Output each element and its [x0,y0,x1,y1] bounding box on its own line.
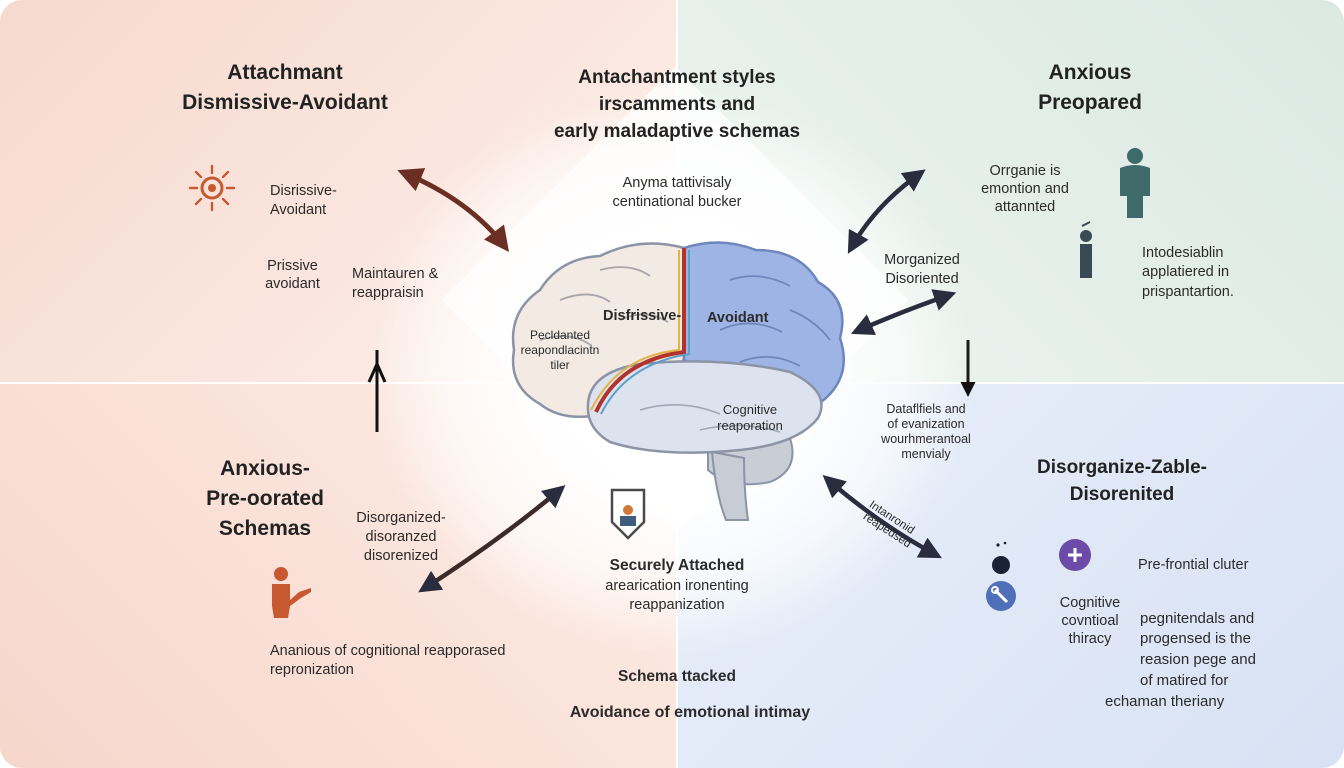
label-peg-2: progensed is the [1140,630,1251,647]
label-dat-1: Dataflfiels and [886,402,966,416]
center-title-line1: Antachantment styles [578,67,776,88]
person-teal-icon [1120,148,1150,218]
arrow-top-right [847,169,926,254]
top-left-title-line2: Dismissive-Avoidant [182,91,388,114]
label-peg-4: of matired for [1140,672,1229,689]
bottom-left-title-line3: Schemas [218,517,312,540]
label-int-2: applatiered in [1142,264,1230,280]
brain-label-left-3: tiler [550,358,570,372]
label-prissive-1: Prissive [267,258,318,274]
label-dat-4: menvialy [901,447,951,461]
label-dismissive-1: Disrissive- [270,183,337,199]
arrow-bottom-left [418,485,566,593]
label-dat-2: of evanization [887,417,965,431]
top-right-title-line1: Anxious [1048,61,1132,84]
arrow-top-left [397,168,510,252]
brain-label-avoidant: Avoidant [707,310,769,326]
wrench-icon [986,581,1016,611]
purple-plus-icon [1059,539,1091,571]
label-br-cog-2: covntioal [1061,613,1119,629]
avoidance-label: Avoidance of emotional intimay [569,704,811,721]
sun-icon [188,164,236,212]
arrow-middle-right [850,289,957,335]
brain-label-left-1: Pecldanted [529,328,591,342]
label-br-cog-1: Cognitive [1059,595,1121,611]
top-left-title-line1: Attachmant [227,61,343,84]
center-title-line3: early maladaptive schemas [553,121,801,142]
label-maint-2: reappraisin [352,285,424,301]
label-bottom-left-1: Ananious of cognitional reapporased [270,643,506,659]
arrow-vertical-left-head [367,360,387,383]
label-prissive-2: avoidant [265,276,320,292]
top-right-title-line2: Preopared [1038,91,1142,114]
label-morg-1: Morganized [884,252,960,268]
label-peg-3: reasion pege and [1140,651,1256,668]
inbox-person-icon [610,488,646,540]
secure-label-2: arearication ironenting [605,578,749,594]
brain-label-top: Disfrissive- [603,308,682,324]
label-int-1: Intodesiablin [1142,245,1224,261]
dark-bulb-icon [992,541,1010,574]
label-dis-1: Disorganized- [356,510,446,526]
schema-label: Schema ttacked [617,668,737,685]
brain-label-left-2: reapondlacintn [520,343,600,357]
label-morg-2: Disoriented [885,271,959,287]
label-org-2: emontion and [981,181,1069,197]
brain-label-cog-2: reaporation [717,418,783,433]
label-dis-2: disoranzed [365,529,437,545]
label-bottom-left-2: repronization [270,662,354,678]
brain-illustration [511,241,846,521]
brain-label-cog-1: Cognitive [722,402,778,417]
label-dat-3: wourhmerantoal [881,432,971,446]
label-int-3: prispantartion. [1142,284,1234,300]
person-pointing-icon [272,567,311,618]
bottom-right-title-line1: Disorganize-Zable- [1037,457,1207,478]
label-peg-5: echaman theriany [1105,693,1225,710]
label-br-cog-3: thiracy [1068,631,1112,647]
brain-stem [710,450,750,521]
center-title-line2: irscamments and [598,94,756,115]
secure-label-3: reappanization [629,597,725,613]
label-maint-1: Maintauren & [352,266,439,282]
label-org-1: Orrganie is [989,163,1061,179]
person-small-icon [1080,221,1092,278]
bottom-right-title-line2: Disorenited [1069,484,1175,505]
label-pfc: Pre-frontial cluter [1138,557,1249,573]
arrow-bottom-right [822,475,942,559]
bottom-left-title-line2: Pre-oorated [206,487,324,510]
label-dis-3: disorenized [363,548,439,564]
bottom-left-title-line1: Anxious- [220,457,310,480]
center-sub-line1: Anyma tattivisaly [622,175,732,191]
label-dismissive-2: Avoidant [270,202,327,218]
center-sub-line2: centinational bucker [612,194,742,210]
brain-rainbow-divider [594,248,686,413]
secure-label-1: Securely Attached [609,557,745,574]
label-org-3: attannted [994,199,1056,215]
label-peg-1: pegnitendals and [1140,610,1255,627]
